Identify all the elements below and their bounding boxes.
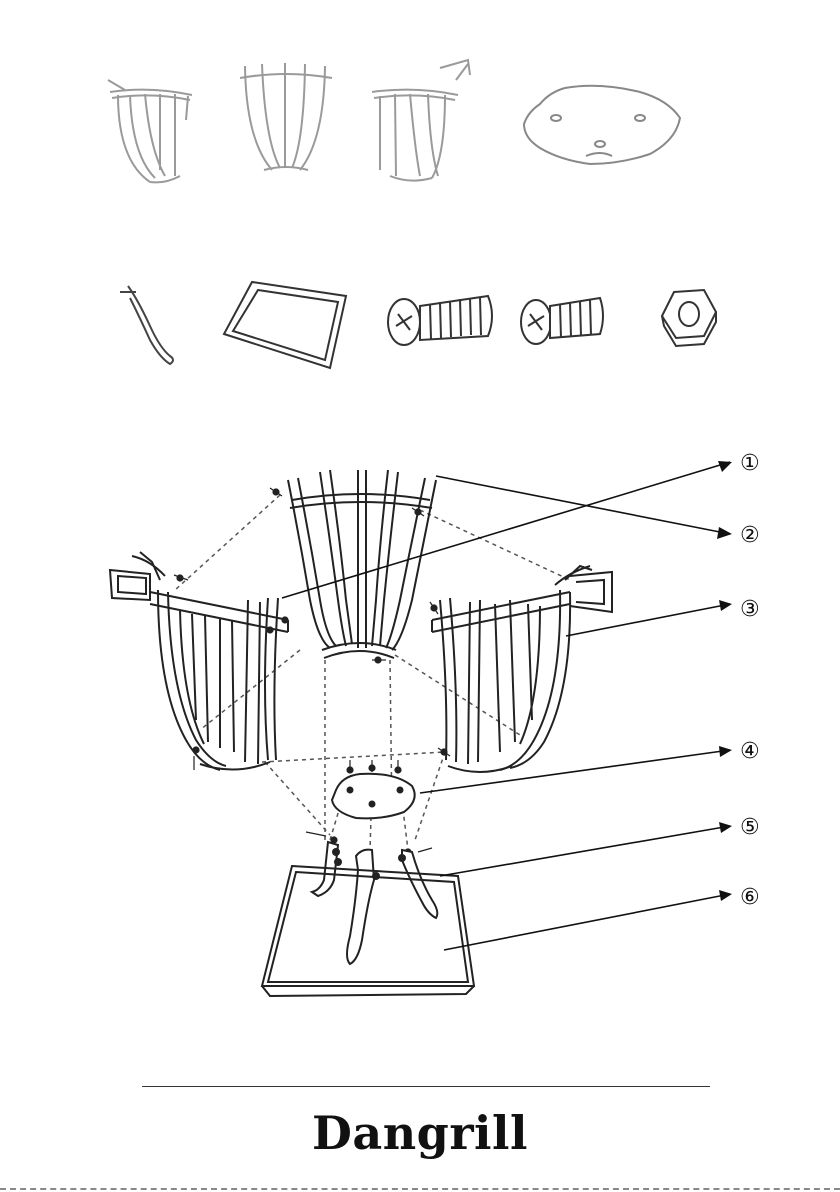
page-bottom-edge: [0, 1188, 840, 1190]
callout-6: ⑥: [740, 885, 760, 910]
part-basket-side-center: [240, 63, 332, 170]
callout-1: ①: [740, 451, 760, 476]
callout-leader-lines: [282, 462, 730, 950]
part-ash-tray: [224, 282, 346, 368]
assembly-legs: [312, 842, 437, 964]
part-bolt-long: [388, 296, 492, 345]
part-leg: [120, 286, 173, 364]
callout-5: ⑤: [740, 815, 760, 840]
callout-arrowheads: [717, 461, 732, 901]
assembly-panel-center: [288, 470, 436, 658]
part-basket-side-left: [108, 80, 192, 182]
part-bolt-short: [521, 298, 603, 344]
assembly-panel-right: [432, 566, 612, 772]
callout-2: ②: [740, 523, 760, 548]
part-hex-nut: [662, 290, 716, 346]
part-base-plate: [524, 86, 680, 164]
footer-rule: [142, 1086, 710, 1087]
callout-3: ③: [740, 597, 760, 622]
brand-wordmark: Dangrill: [0, 1106, 840, 1160]
part-basket-side-right: [372, 60, 470, 181]
assembly-base-plate: [332, 774, 415, 819]
assembly-panel-left: [110, 552, 288, 770]
callout-4: ④: [740, 739, 760, 764]
